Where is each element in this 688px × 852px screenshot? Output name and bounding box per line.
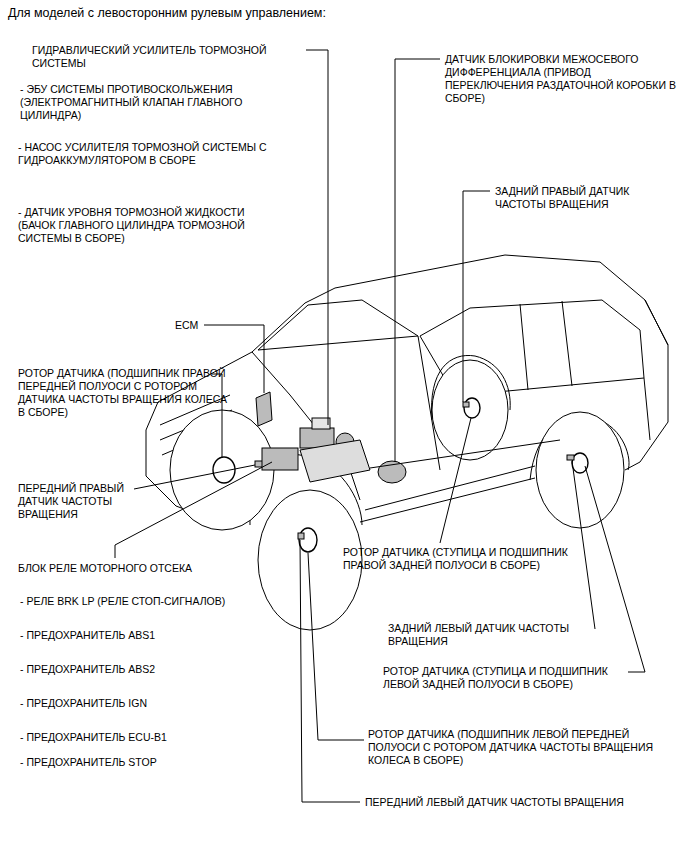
part-label: РОТОР ДАТЧИКА (ПОДШИПНИК ЛЕВОЙ ПЕРЕДНЕЙ …: [368, 728, 673, 767]
part-label: - ДАТЧИК УРОВНЯ ТОРМОЗНОЙ ЖИДКОСТИ (БАЧО…: [18, 206, 273, 245]
part-label: РОТОР ДАТЧИКА (СТУПИЦА И ПОДШИПНИК ПРАВО…: [343, 546, 588, 572]
leader-line: [395, 59, 440, 462]
leader-line: [134, 465, 255, 489]
part-label: - ПРЕДОХРАНИТЕЛЬ ECU-B1: [20, 731, 167, 744]
leader-line: [463, 191, 490, 402]
part-label: - ПРЕДОХРАНИТЕЛЬ STOP: [20, 756, 157, 769]
speed-sensor: [567, 455, 574, 460]
leader-line: [440, 418, 471, 543]
ecm-unit: [256, 392, 272, 426]
components: [255, 392, 574, 539]
leader-line: [306, 50, 328, 425]
part-label: - ПРЕДОХРАНИТЕЛЬ IGN: [20, 697, 147, 710]
rear-right-wheel: [432, 360, 508, 460]
part-label: - ПРЕДОХРАНИТЕЛЬ ABS2: [20, 663, 155, 676]
part-label: ПЕРЕДНИЙ ЛЕВЫЙ ДАТЧИК ЧАСТОТЫ ВРАЩЕНИЯ: [365, 796, 624, 809]
leader-line: [212, 374, 222, 458]
windshield: [258, 300, 418, 350]
leader-line: [204, 325, 264, 393]
brake-reservoir: [312, 418, 330, 429]
speed-sensor: [463, 402, 469, 407]
part-label: ЗАДНИЙ ЛЕВЫЙ ДАТЧИК ЧАСТОТЫ ВРАЩЕНИЯ: [388, 622, 588, 648]
page-title: Для моделей с левосторонним рулевым упра…: [8, 6, 326, 21]
wheels: [170, 360, 624, 630]
window-pillar: [520, 301, 572, 390]
leader-line: [300, 540, 360, 802]
relay-block: [262, 448, 298, 470]
part-label: - ПРЕДОХРАНИТЕЛЬ ABS1: [20, 629, 155, 642]
sensor-rotor: [464, 398, 480, 418]
leader-line: [115, 462, 272, 558]
leader-line: [572, 461, 595, 629]
part-label: РОТОР ДАТЧИКА (СТУПИЦА И ПОДШИПНИК ЛЕВОЙ…: [383, 665, 633, 691]
leader-line: [308, 553, 364, 740]
rear-body: [625, 300, 668, 470]
leader-line: [585, 466, 645, 672]
part-label: - ЭБУ СИСТЕМЫ ПРОТИВОСКОЛЬЖЕНИЯ (ЭЛЕКТРО…: [20, 83, 285, 122]
engine-block: [300, 440, 370, 482]
part-label: - РЕЛЕ BRK LP (РЕЛЕ СТОП-СИГНАЛОВ): [20, 595, 225, 608]
part-label: РОТОР ДАТЧИКА (ПОДШИПНИК ПРАВОЙ ПЕРЕДНЕЙ…: [18, 367, 228, 419]
part-label: ЗАДНИЙ ПРАВЫЙ ДАТЧИК ЧАСТОТЫ ВРАЩЕНИЯ: [495, 185, 640, 211]
sensor-rotor: [299, 528, 317, 552]
part-label: ГИДРАВЛИЧЕСКИЙ УСИЛИТЕЛЬ ТОРМОЗНОЙ СИСТЕ…: [32, 44, 282, 70]
speed-sensor: [298, 533, 304, 539]
part-label: ПЕРЕДНИЙ ПРАВЫЙ ДАТЧИК ЧАСТОТЫ ВРАЩЕНИЯ: [18, 482, 140, 521]
part-label: БЛОК РЕЛЕ МОТОРНОГО ОТСЕКА: [18, 562, 192, 575]
part-label: ДАТЧИК БЛОКИРОВКИ МЕЖОСЕВОГО ДИФФЕРЕНЦИА…: [445, 53, 677, 105]
rear-left-wheel: [536, 412, 624, 528]
part-label: ECM: [175, 319, 198, 332]
part-label: - НАСОС УСИЛИТЕЛЯ ТОРМОЗНОЙ СИСТЕМЫ С ГИ…: [18, 141, 273, 167]
